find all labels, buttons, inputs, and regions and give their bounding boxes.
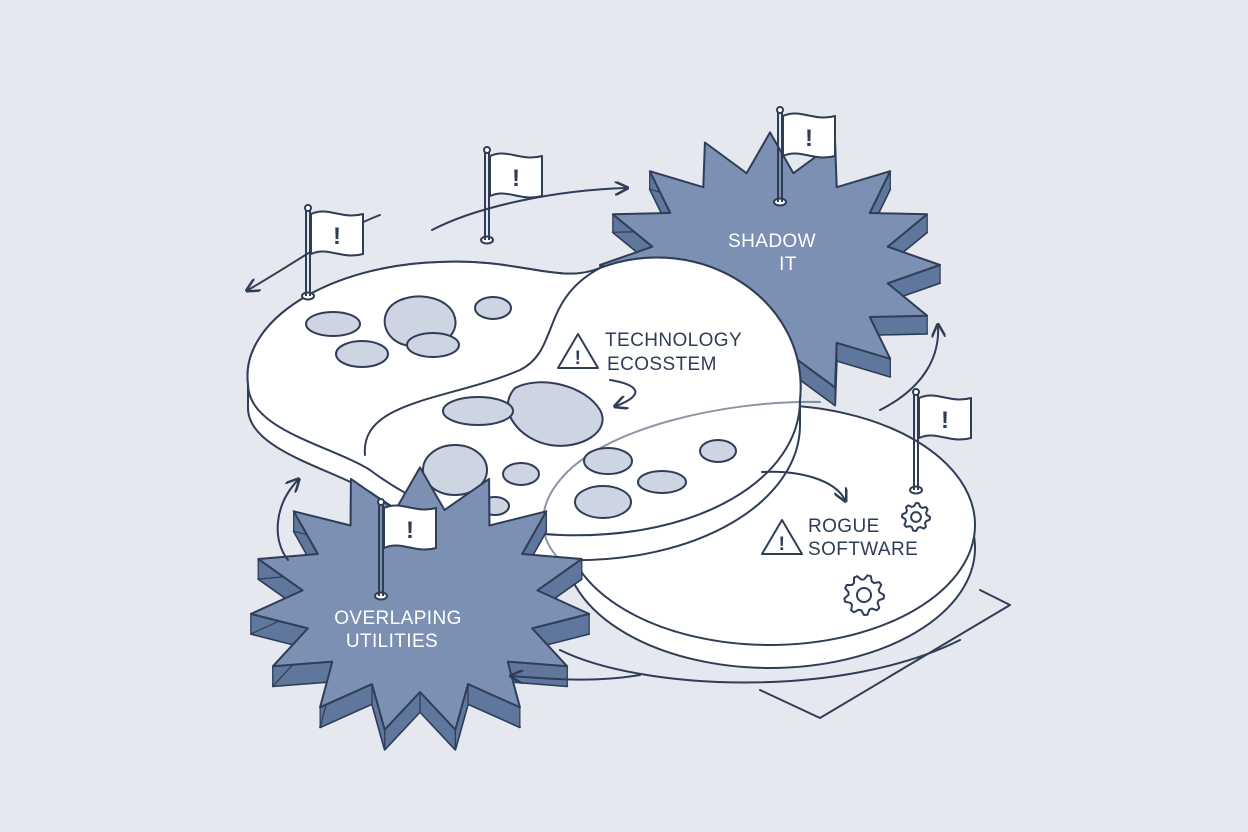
- gear-icon: [843, 574, 885, 616]
- arrow-icon: [276, 480, 298, 561]
- flags: !!!!!: [301, 106, 972, 601]
- arrow-icon: [431, 188, 626, 231]
- flag-icon: !: [773, 106, 836, 207]
- shadow-it-label-line2: IT: [779, 254, 797, 275]
- arrow-icon: [879, 326, 938, 411]
- flag-icon: !: [374, 498, 437, 601]
- svg-text:!: !: [805, 125, 813, 152]
- svg-text:!: !: [512, 165, 520, 192]
- gear-icon: [901, 502, 931, 532]
- technology-label-line1: TECHNOLOGY: [605, 330, 742, 351]
- svg-text:!: !: [575, 348, 582, 369]
- warning-icon: !: [761, 519, 803, 555]
- flag-icon: !: [480, 146, 543, 245]
- flag-icon: !: [301, 204, 364, 301]
- flow-arrows: [248, 188, 938, 680]
- svg-text:!: !: [941, 407, 949, 434]
- svg-text:!: !: [333, 223, 341, 250]
- island-blobs: [305, 295, 737, 519]
- svg-text:!: !: [406, 517, 414, 544]
- flag-icon: !: [909, 388, 972, 495]
- labels: TECHNOLOGY ECOSSTEM SHADOW IT ROGUE SOFT…: [334, 231, 918, 652]
- arrow-icon: [512, 675, 641, 680]
- arrow-icon: [609, 379, 637, 406]
- rogue-software-label-line1: ROGUE: [808, 516, 880, 537]
- overlapping-utilities-label-line1: OVERLAPING: [334, 608, 462, 629]
- gears: [843, 502, 931, 616]
- svg-text:!: !: [779, 534, 786, 555]
- overlapping-utilities-starburst: [249, 466, 591, 751]
- ground-lines: [559, 589, 1011, 719]
- overlapping-utilities-label-line2: UTILITIES: [346, 631, 438, 652]
- rogue-software-label-line2: SOFTWARE: [808, 539, 918, 560]
- arrow-icon: [761, 470, 845, 500]
- shadow-it-label-line1: SHADOW: [728, 231, 816, 252]
- technology-label-line2: ECOSSTEM: [607, 354, 717, 375]
- warning-icon: !: [557, 333, 599, 369]
